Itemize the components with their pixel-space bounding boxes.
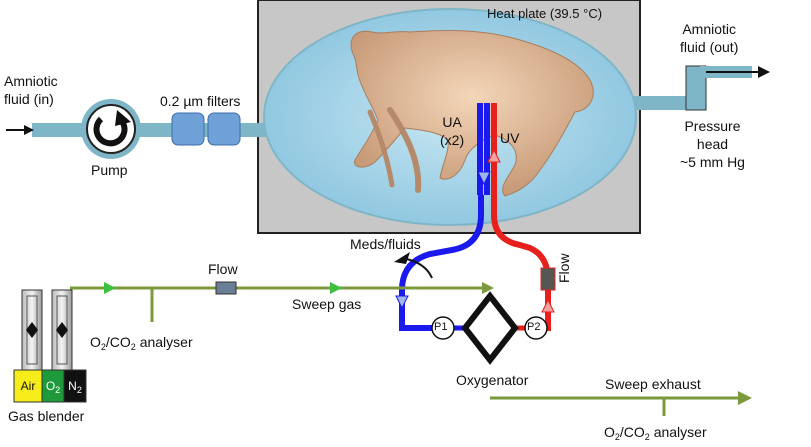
- ua-vessel-1: [477, 103, 483, 195]
- amniotic-in-label: Amniotic fluid (in): [4, 73, 58, 107]
- ua-label: UA (x2): [440, 114, 465, 148]
- uv-flow-arrow-icon: [487, 148, 501, 163]
- sweep-exhaust-label: Sweep exhaust: [605, 376, 701, 392]
- sweep-gas-end-arrowhead-icon: [482, 282, 494, 294]
- gas-flow-sensor: [215, 281, 237, 295]
- filter-2: [207, 112, 241, 146]
- blood-flow-sensor: [540, 267, 556, 291]
- heat-plate-label: Heat plate (39.5 °C): [487, 6, 603, 21]
- p2-label: P2: [527, 321, 541, 333]
- sweep-exhaust-arrowhead-icon: [738, 391, 752, 405]
- meds-fluids-tip-icon: [394, 252, 410, 264]
- arterial-line: [399, 195, 484, 331]
- gas-blender[interactable]: [21, 289, 73, 371]
- amniotic-out-label: Amniotic fluid (out): [680, 21, 739, 55]
- amniotic-in-arrowhead-icon: [24, 125, 34, 135]
- gas-flow-label: Flow: [208, 261, 238, 277]
- gas-flow-arrow-2-icon: [330, 282, 342, 294]
- o2-label: O2: [45, 379, 61, 395]
- o2co2-analyser-label: O2/CO2 analyser: [90, 334, 193, 352]
- amniotic-in-tube: [32, 123, 282, 137]
- exhaust-analyser-label: O2/CO2 analyser: [604, 424, 707, 442]
- p1-sensor[interactable]: [431, 316, 455, 340]
- pump-label: Pump: [91, 162, 128, 178]
- n2-source[interactable]: [63, 369, 87, 403]
- arterial-flow-arrow-icon: [395, 295, 409, 310]
- amniotic-out-tube: [620, 96, 706, 110]
- venous-flow-arrow-icon: [541, 298, 555, 313]
- n2-label: N2: [68, 379, 82, 395]
- air-label: Air: [20, 379, 36, 393]
- uv-label: UV: [500, 130, 520, 146]
- filter-1: [171, 112, 205, 146]
- pump-icon[interactable]: [81, 99, 141, 159]
- amniotic-out-arrowhead-icon: [758, 66, 770, 78]
- sweep-gas-label: Sweep gas: [292, 296, 362, 312]
- ua-flow-arrow-icon: [477, 171, 491, 186]
- p2-sensor[interactable]: [524, 316, 548, 340]
- gas-blender-label: Gas blender: [8, 408, 85, 424]
- gas-flow-arrow-1-icon: [104, 282, 116, 294]
- meds-fluids-label: Meds/fluids: [350, 236, 421, 252]
- ua-vessel-2: [484, 103, 490, 195]
- p1-label: P1: [434, 321, 448, 333]
- filters-label: 0.2 µm filters: [160, 93, 241, 109]
- pressure-head-label: Pressure head ~5 mm Hg: [680, 118, 745, 170]
- oxygenator-label: Oxygenator: [456, 372, 529, 388]
- fetal-lamb: [350, 29, 594, 197]
- oxygenator[interactable]: [461, 291, 519, 365]
- blood-flow-label: Flow: [556, 253, 572, 283]
